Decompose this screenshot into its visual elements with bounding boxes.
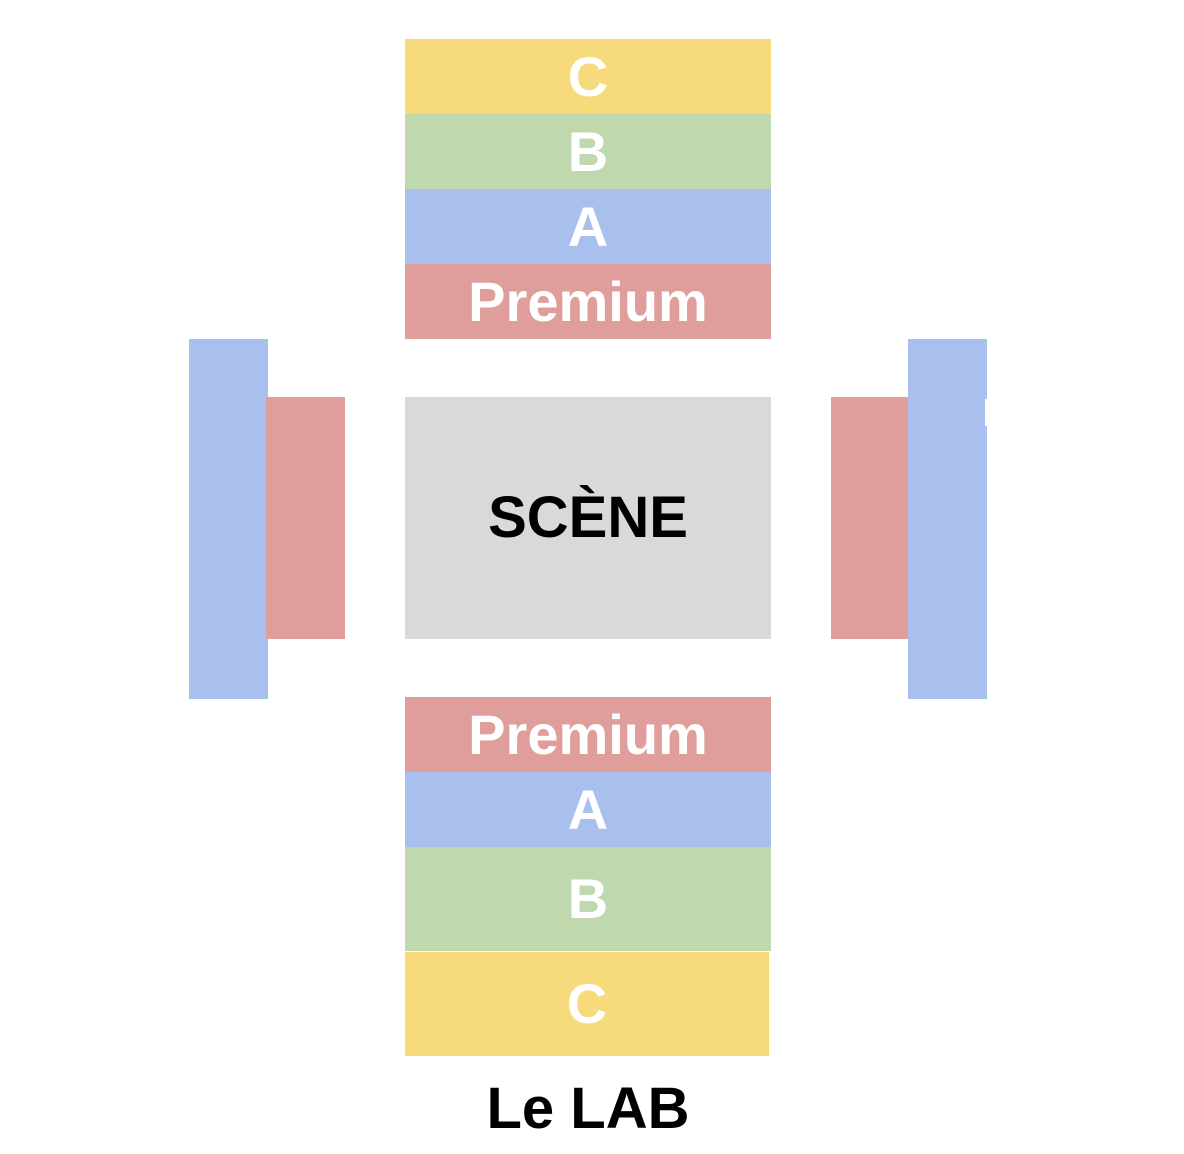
bottom-section-b[interactable]: B xyxy=(405,847,771,951)
venue-title: Le LAB xyxy=(486,1076,690,1141)
right-section-premium[interactable] xyxy=(831,397,910,639)
top-section-premium[interactable]: Premium xyxy=(405,264,771,339)
left-section-premium[interactable] xyxy=(266,397,345,639)
section-label: B xyxy=(567,119,609,183)
section-label: C xyxy=(567,44,609,108)
top-section-b[interactable]: B xyxy=(405,114,771,189)
top-section-a[interactable]: A xyxy=(405,189,771,264)
section-label: Premium xyxy=(468,702,708,766)
section-label: A xyxy=(567,194,609,258)
top-section-c[interactable]: C xyxy=(405,39,771,114)
stage: SCÈNE xyxy=(405,397,771,639)
left-section-a[interactable] xyxy=(189,339,268,699)
bottom-section-a[interactable]: A xyxy=(405,772,771,847)
right-section-a[interactable] xyxy=(908,339,987,699)
bottom-section-premium[interactable]: Premium xyxy=(405,697,771,772)
right-section-a-edge-mark xyxy=(985,399,988,426)
stage-label: SCÈNE xyxy=(488,485,688,550)
section-label: Premium xyxy=(468,269,708,333)
section-label: B xyxy=(567,867,609,930)
section-label: A xyxy=(567,777,609,841)
section-label: C xyxy=(566,972,608,1035)
bottom-section-c[interactable]: C xyxy=(405,952,769,1056)
